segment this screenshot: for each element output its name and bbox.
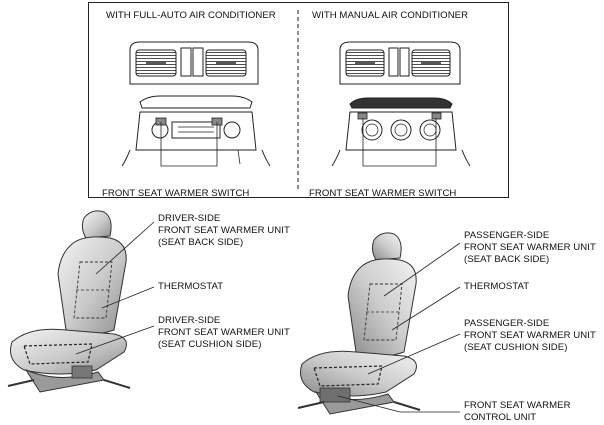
passenger-cushion-unit-label: PASSENGER-SIDE FRONT SEAT WARMER UNIT (S… (464, 318, 596, 355)
driver-seat-illustration (7, 210, 155, 393)
driver-thermostat-label: THERMOSTAT (158, 281, 224, 292)
passenger-back-unit-line-2: FRONT SEAT WARMER UNIT (464, 242, 596, 254)
control-unit-line-1: FRONT SEAT WARMER (464, 400, 571, 411)
passenger-cushion-unit-line-1: PASSENGER-SIDE (464, 318, 550, 329)
driver-back-unit-line-1: DRIVER-SIDE (158, 213, 221, 224)
driver-cushion-unit-line-3: (SEAT CUSHION SIDE) (158, 339, 262, 351)
manual-dashboard-illustration (331, 41, 471, 167)
passenger-cushion-unit-line-3: (SEAT CUSHION SIDE) (464, 342, 568, 354)
driver-back-unit-line-2: FRONT SEAT WARMER UNIT (158, 225, 290, 237)
driver-cushion-unit-line-2: FRONT SEAT WARMER UNIT (158, 327, 290, 339)
passenger-back-unit-line-1: PASSENGER-SIDE (464, 230, 550, 241)
full-auto-title: WITH FULL-AUTO AIR CONDITIONER (106, 10, 276, 21)
passenger-back-unit-label: PASSENGER-SIDE FRONT SEAT WARMER UNIT (S… (464, 230, 596, 267)
manual-switch-label: FRONT SEAT WARMER SWITCH (309, 188, 457, 199)
control-unit-line-2: CONTROL UNIT (464, 412, 537, 424)
top-panel-frame (88, 2, 509, 198)
passenger-back-unit-line-3: (SEAT BACK SIDE) (464, 254, 550, 266)
passenger-thermostat-label: THERMOSTAT (464, 281, 530, 292)
manual-title: WITH MANUAL AIR CONDITIONER (312, 10, 469, 21)
driver-back-unit-line-3: (SEAT BACK SIDE) (158, 237, 244, 249)
driver-back-unit-label: DRIVER-SIDE FRONT SEAT WARMER UNIT (SEAT… (158, 213, 290, 250)
control-unit-label: FRONT SEAT WARMER CONTROL UNIT (464, 400, 571, 424)
driver-cushion-unit-label: DRIVER-SIDE FRONT SEAT WARMER UNIT (SEAT… (158, 315, 290, 352)
full-auto-switch-label: FRONT SEAT WARMER SWITCH (102, 188, 250, 199)
passenger-cushion-unit-line-2: FRONT SEAT WARMER UNIT (464, 330, 596, 342)
driver-cushion-unit-line-1: DRIVER-SIDE (158, 315, 221, 326)
full-auto-dashboard-illustration (121, 41, 271, 167)
passenger-seat-illustration (297, 232, 461, 415)
